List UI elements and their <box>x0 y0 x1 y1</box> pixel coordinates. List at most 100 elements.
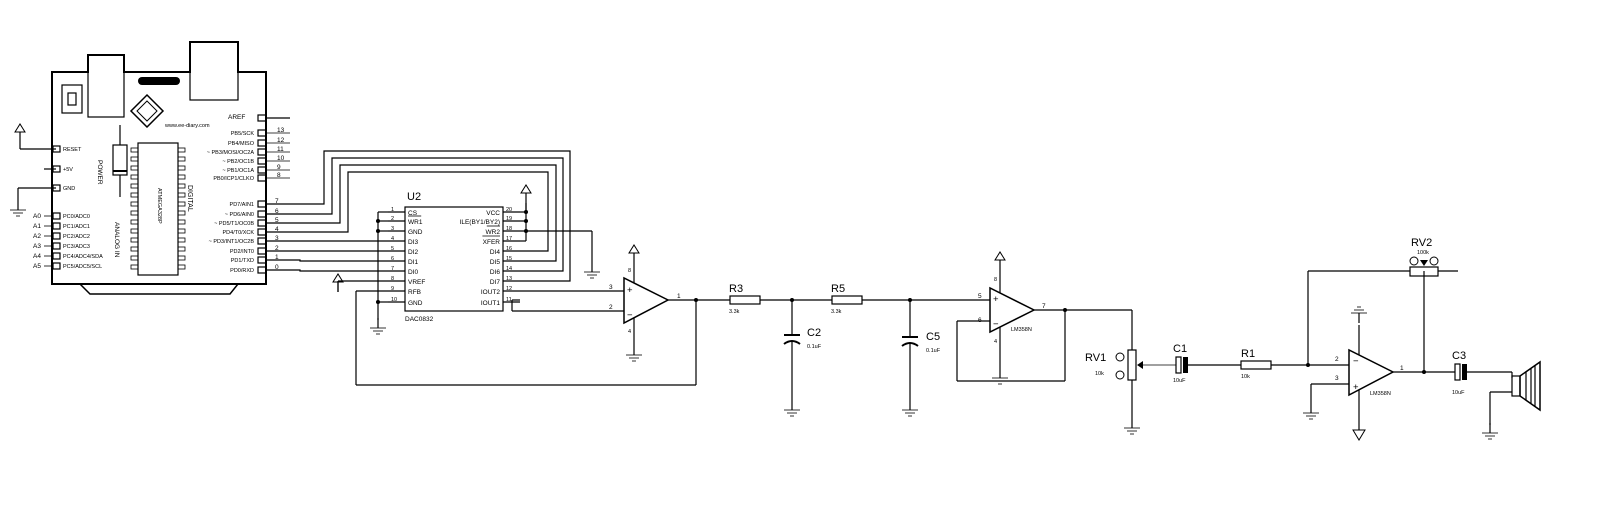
pin-name: ILE(BY1/BY2) <box>460 219 500 226</box>
svg-text:1: 1 <box>1400 365 1404 372</box>
terminal-circle-icon <box>1429 256 1439 266</box>
svg-text:4: 4 <box>628 329 631 335</box>
pin-label: GND <box>63 186 75 192</box>
pin-label: ~ PB3/MOSI/OC2A <box>207 150 255 156</box>
pin-number: 11 <box>506 297 512 303</box>
pin-number: 1 <box>275 254 279 261</box>
svg-text:+: + <box>1353 382 1359 393</box>
analog-label: ANALOG IN <box>113 222 120 258</box>
header-pin <box>52 242 61 250</box>
pin-name: DI2 <box>408 249 419 256</box>
ground-icon <box>1123 417 1141 435</box>
potentiometer-rv1: RV1 10k <box>1085 349 1176 435</box>
r3-value: 3.3k <box>729 309 740 315</box>
pin-name: VCC <box>486 210 500 217</box>
arduino-board: www.ee-diary.com ATMEGA328P POWER ANALOG… <box>33 41 290 295</box>
dac-support-wiring <box>332 184 697 386</box>
pin-label: PD7/AIN1 <box>230 202 254 208</box>
header-pin <box>257 247 267 255</box>
analog-label: A4 <box>33 253 41 260</box>
ground-icon <box>583 261 601 279</box>
svg-text:10uF: 10uF <box>1452 390 1465 396</box>
capacitor-c1 <box>1175 356 1182 374</box>
pin-number: 8 <box>277 172 281 179</box>
header-pin <box>257 210 267 218</box>
header-pin <box>52 232 61 240</box>
pin-number: 9 <box>277 164 281 171</box>
data-bus-wires <box>266 150 571 282</box>
ground-icon <box>901 399 919 417</box>
pin-number: 10 <box>391 297 397 303</box>
pin-number: 8 <box>391 276 394 282</box>
opamp-2-lm358n: + − 5 6 7 LM358N 8 4 <box>956 251 1133 385</box>
pin-number: 13 <box>277 127 285 134</box>
ground-icon <box>1350 306 1368 324</box>
svg-text:C3: C3 <box>1452 350 1466 362</box>
svg-text:LM358N: LM358N <box>1011 327 1032 333</box>
resistor-r5 <box>831 295 863 305</box>
analog-label: A1 <box>33 223 41 230</box>
svg-text:C1: C1 <box>1173 343 1187 355</box>
pin-number: 15 <box>506 256 512 262</box>
pin-number: 17 <box>506 236 512 242</box>
pin-label: PB0/ICP1/CLKO <box>213 176 254 182</box>
c5-ref: C5 <box>926 331 940 343</box>
pin-label: PB4/MISO <box>228 141 255 147</box>
pin-label: PB5/SCK <box>231 131 255 137</box>
pin-name: RFB <box>408 289 421 296</box>
rv1-ref: RV1 <box>1085 352 1106 364</box>
svg-text:8: 8 <box>628 268 631 274</box>
pin-label: PC3/ADC3 <box>63 244 90 250</box>
svg-text:5: 5 <box>978 293 982 300</box>
pin-label: ~ PB2/OC1B <box>222 159 254 165</box>
analog-label: A3 <box>33 243 41 250</box>
pin-number: 0 <box>275 264 279 271</box>
pin-number: 12 <box>506 286 512 292</box>
pin-label: PC4/ADC4/SDA <box>63 254 103 260</box>
svg-text:+: + <box>627 285 633 296</box>
pin-name: DI7 <box>490 279 501 286</box>
atmega-chip <box>137 142 179 276</box>
dac-part: DAC0832 <box>405 316 434 323</box>
pin-label: ~ PD6/AIN0 <box>225 212 254 218</box>
power-triangle-icon <box>628 244 640 264</box>
pin-number: 4 <box>391 236 394 242</box>
pin-label: +5V <box>63 167 73 173</box>
pin-number: 10 <box>277 155 285 162</box>
svg-text:RV2: RV2 <box>1411 237 1432 249</box>
speaker-icon <box>1511 360 1541 412</box>
header-pin <box>257 148 267 156</box>
header-pin <box>257 174 267 182</box>
pin-label: PC5/ADC5/SCL <box>63 264 102 270</box>
header-pin <box>257 237 267 245</box>
header-pin <box>52 222 61 230</box>
pin-number: 11 <box>277 146 284 153</box>
pin-label: PC1/ADC1 <box>63 224 90 230</box>
svg-text:+: + <box>993 294 999 305</box>
header-pin <box>257 219 267 227</box>
capacitor-c3 <box>1454 363 1461 381</box>
arduino-left-wiring <box>9 123 56 217</box>
header-pin <box>52 262 61 270</box>
pin-number: 7 <box>275 198 279 205</box>
header-pin <box>257 157 267 165</box>
svg-text:7: 7 <box>1042 303 1046 310</box>
svg-text:100k: 100k <box>1417 250 1429 256</box>
pin-name: DI5 <box>490 259 501 266</box>
pin-name: WR2 <box>486 229 501 236</box>
svg-text:3: 3 <box>609 284 613 291</box>
pin-number: 13 <box>506 276 512 282</box>
header-pin <box>257 228 267 236</box>
header-pin <box>257 139 267 147</box>
pin-name: GND <box>408 229 423 236</box>
pin-label: PC2/ADC2 <box>63 234 90 240</box>
terminal-circle-icon <box>1115 370 1125 380</box>
pin-number: 14 <box>506 266 512 272</box>
dac-ref: U2 <box>407 191 421 203</box>
pin-number: 7 <box>391 266 394 272</box>
pin-label: PD0/RXD <box>230 268 254 274</box>
opamp-3-lm358n: − + 2 3 1 LM358N <box>1302 306 1455 441</box>
svg-text:10uF: 10uF <box>1173 378 1186 384</box>
c2-ref: C2 <box>807 327 821 339</box>
